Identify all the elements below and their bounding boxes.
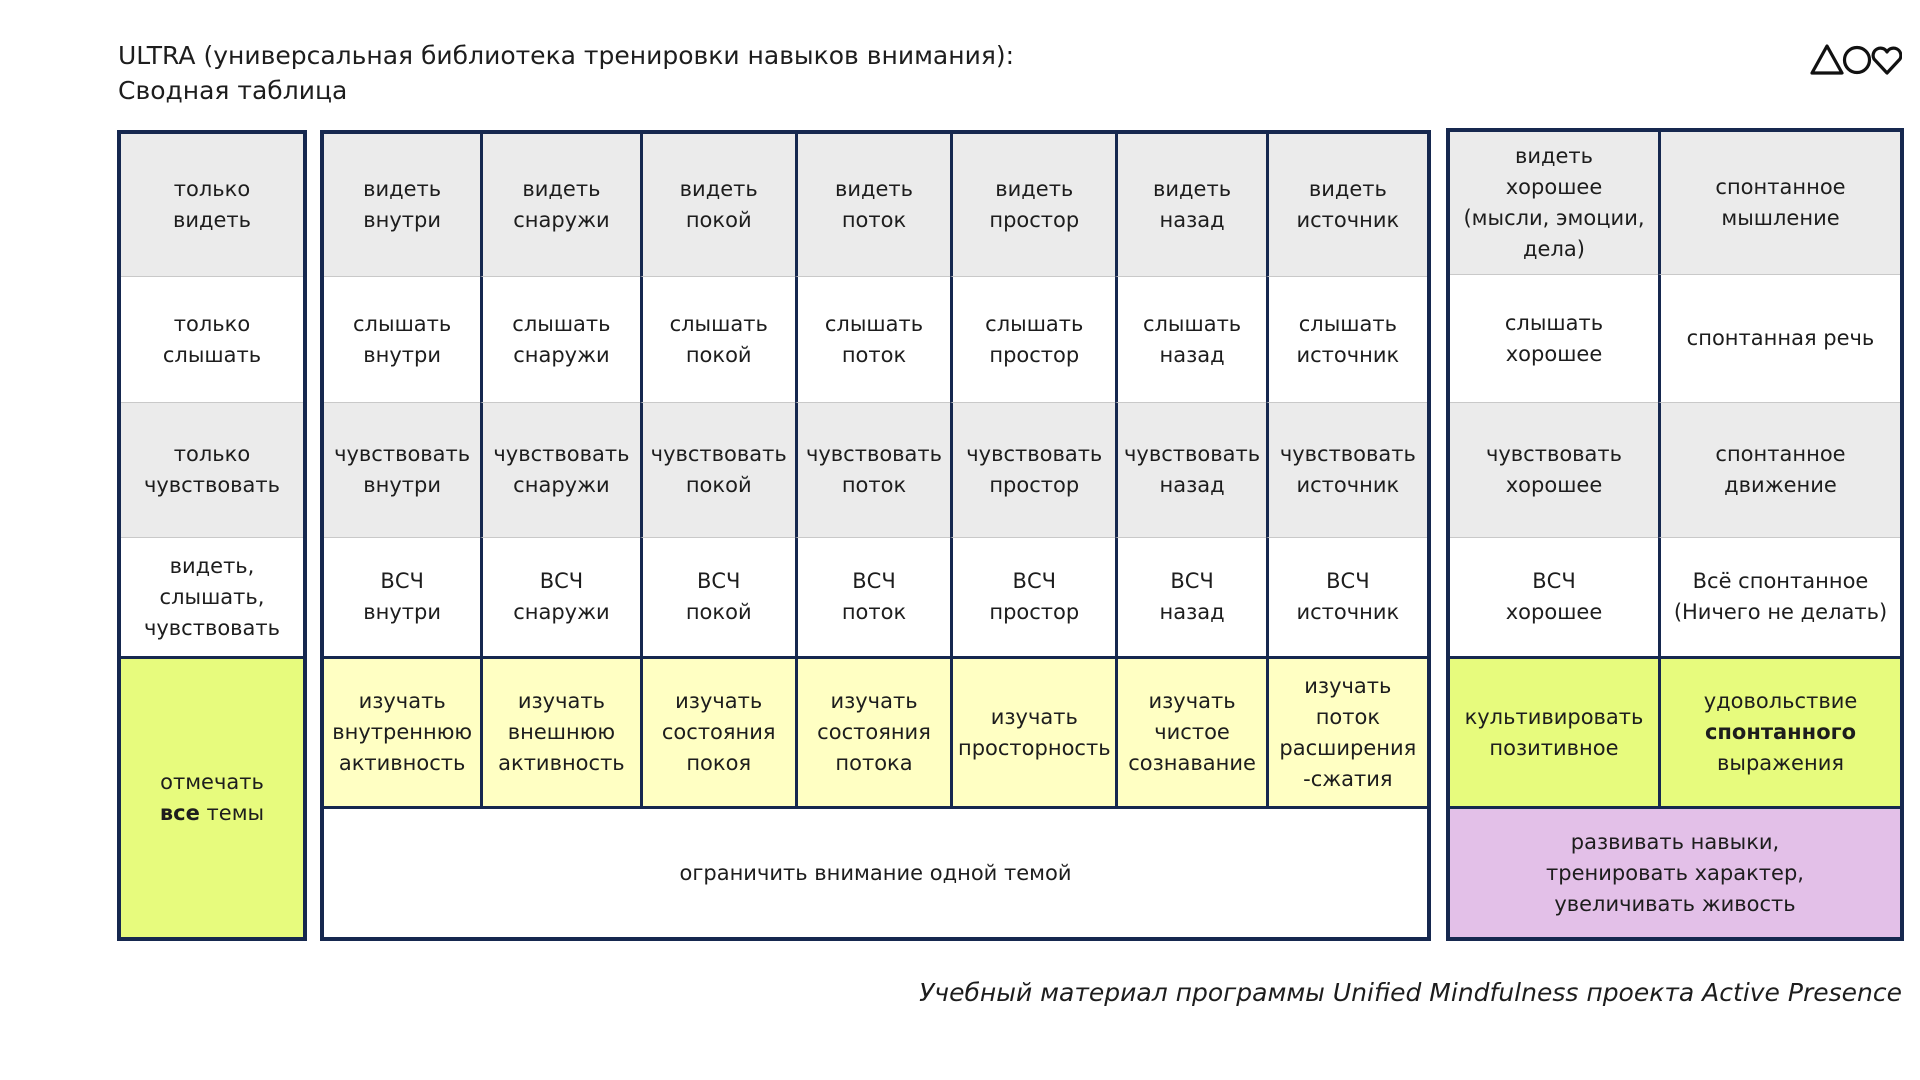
mid-study-cell: изучать чистое сознавание <box>1115 656 1266 806</box>
right-pleasure-cell: удовольствие спонтанного выражения <box>1658 656 1900 806</box>
mid-feel-cell: чувствовать назад <box>1115 402 1266 537</box>
mid-hear-cell: слышать назад <box>1115 276 1266 402</box>
right-hear-good-cell: слышать хорошее <box>1450 274 1658 402</box>
left-column-block: только видеть только слышать только чувс… <box>117 130 307 941</box>
mid-all-cell: ВСЧ источник <box>1265 537 1427 656</box>
mid-study-cell: изучать состояния покоя <box>639 656 795 806</box>
title-line-1: ULTRA (универсальная библиотека трениров… <box>118 41 1015 70</box>
left-note-all-cell: отмечать все темы <box>121 656 303 937</box>
note-text-bold: все <box>159 801 200 825</box>
pleasure-line-1: удовольствие <box>1703 689 1858 713</box>
right-develop-cell: развивать навыки, тренировать характер, … <box>1450 806 1900 937</box>
mid-feel-cell: чувствовать внутри <box>324 402 481 537</box>
footer-caption: Учебный материал программы Unified Mindf… <box>919 978 1902 1007</box>
right-grid-block: видеть хорошее (мысли, эмоции, дела) спо… <box>1446 128 1904 941</box>
mid-all-cell: ВСЧ внутри <box>324 537 481 656</box>
left-see-cell: только видеть <box>121 134 303 276</box>
mid-feel-cell: чувствовать простор <box>950 402 1116 537</box>
left-hear-cell: только слышать <box>121 276 303 402</box>
pleasure-line-2: спонтанного <box>1704 720 1857 744</box>
mid-hear-cell: слышать поток <box>794 276 951 402</box>
mid-see-cell: видеть покой <box>639 134 795 276</box>
mid-all-cell: ВСЧ покой <box>639 537 795 656</box>
mid-all-cell: ВСЧ снаружи <box>480 537 640 656</box>
right-all-spont-cell: Всё спонтанное (Ничего не делать) <box>1658 537 1900 656</box>
mid-all-cell: ВСЧ назад <box>1115 537 1266 656</box>
mid-limit-cell: ограничить внимание одной темой <box>324 806 1427 937</box>
right-feel-good-cell: чувствовать хорошее <box>1450 402 1658 537</box>
middle-grid-block: видеть внутри видеть снаружи видеть поко… <box>320 130 1431 941</box>
mid-feel-cell: чувствовать снаружи <box>480 402 640 537</box>
mid-all-cell: ВСЧ поток <box>794 537 951 656</box>
title-line-2: Сводная таблица <box>118 76 348 105</box>
mid-hear-cell: слышать снаружи <box>480 276 640 402</box>
note-text-pre: отмечать <box>160 770 264 794</box>
mid-see-cell: видеть внутри <box>324 134 481 276</box>
right-spont-thinking-cell: спонтанное мышление <box>1658 132 1900 274</box>
right-cultivate-cell: культивировать позитивное <box>1450 656 1658 806</box>
mid-feel-cell: чувствовать покой <box>639 402 795 537</box>
mid-see-cell: видеть назад <box>1115 134 1266 276</box>
mid-see-cell: видеть поток <box>794 134 951 276</box>
pleasure-line-3: выражения <box>1716 751 1844 775</box>
triangle-circle-heart-logo-icon <box>1810 44 1902 75</box>
mid-feel-cell: чувствовать поток <box>794 402 951 537</box>
mid-feel-cell: чувствовать источник <box>1265 402 1427 537</box>
mid-hear-cell: слышать простор <box>950 276 1116 402</box>
page-title: ULTRA (универсальная библиотека трениров… <box>118 38 1014 108</box>
mid-all-cell: ВСЧ простор <box>950 537 1116 656</box>
mid-study-cell: изучать внутреннюю активность <box>324 656 481 806</box>
mid-hear-cell: слышать внутри <box>324 276 481 402</box>
mid-see-cell: видеть источник <box>1265 134 1427 276</box>
mid-see-cell: видеть простор <box>950 134 1116 276</box>
right-spont-movement-cell: спонтанное движение <box>1658 402 1900 537</box>
left-feel-cell: только чувствовать <box>121 402 303 537</box>
right-all-good-cell: ВСЧ хорошее <box>1450 537 1658 656</box>
right-spont-speech-cell: спонтанная речь <box>1658 274 1900 402</box>
mid-study-cell: изучать внешнюю активность <box>480 656 640 806</box>
left-all-cell: видеть, слышать, чувствовать <box>121 537 303 656</box>
mid-study-cell: изучать просторность <box>950 656 1116 806</box>
mid-see-cell: видеть снаружи <box>480 134 640 276</box>
mid-hear-cell: слышать источник <box>1265 276 1427 402</box>
mid-study-cell: изучать поток расширения -сжатия <box>1265 656 1427 806</box>
right-see-good-cell: видеть хорошее (мысли, эмоции, дела) <box>1450 132 1658 274</box>
mid-hear-cell: слышать покой <box>639 276 795 402</box>
note-text-post: темы <box>199 801 265 825</box>
mid-study-cell: изучать состояния потока <box>794 656 951 806</box>
